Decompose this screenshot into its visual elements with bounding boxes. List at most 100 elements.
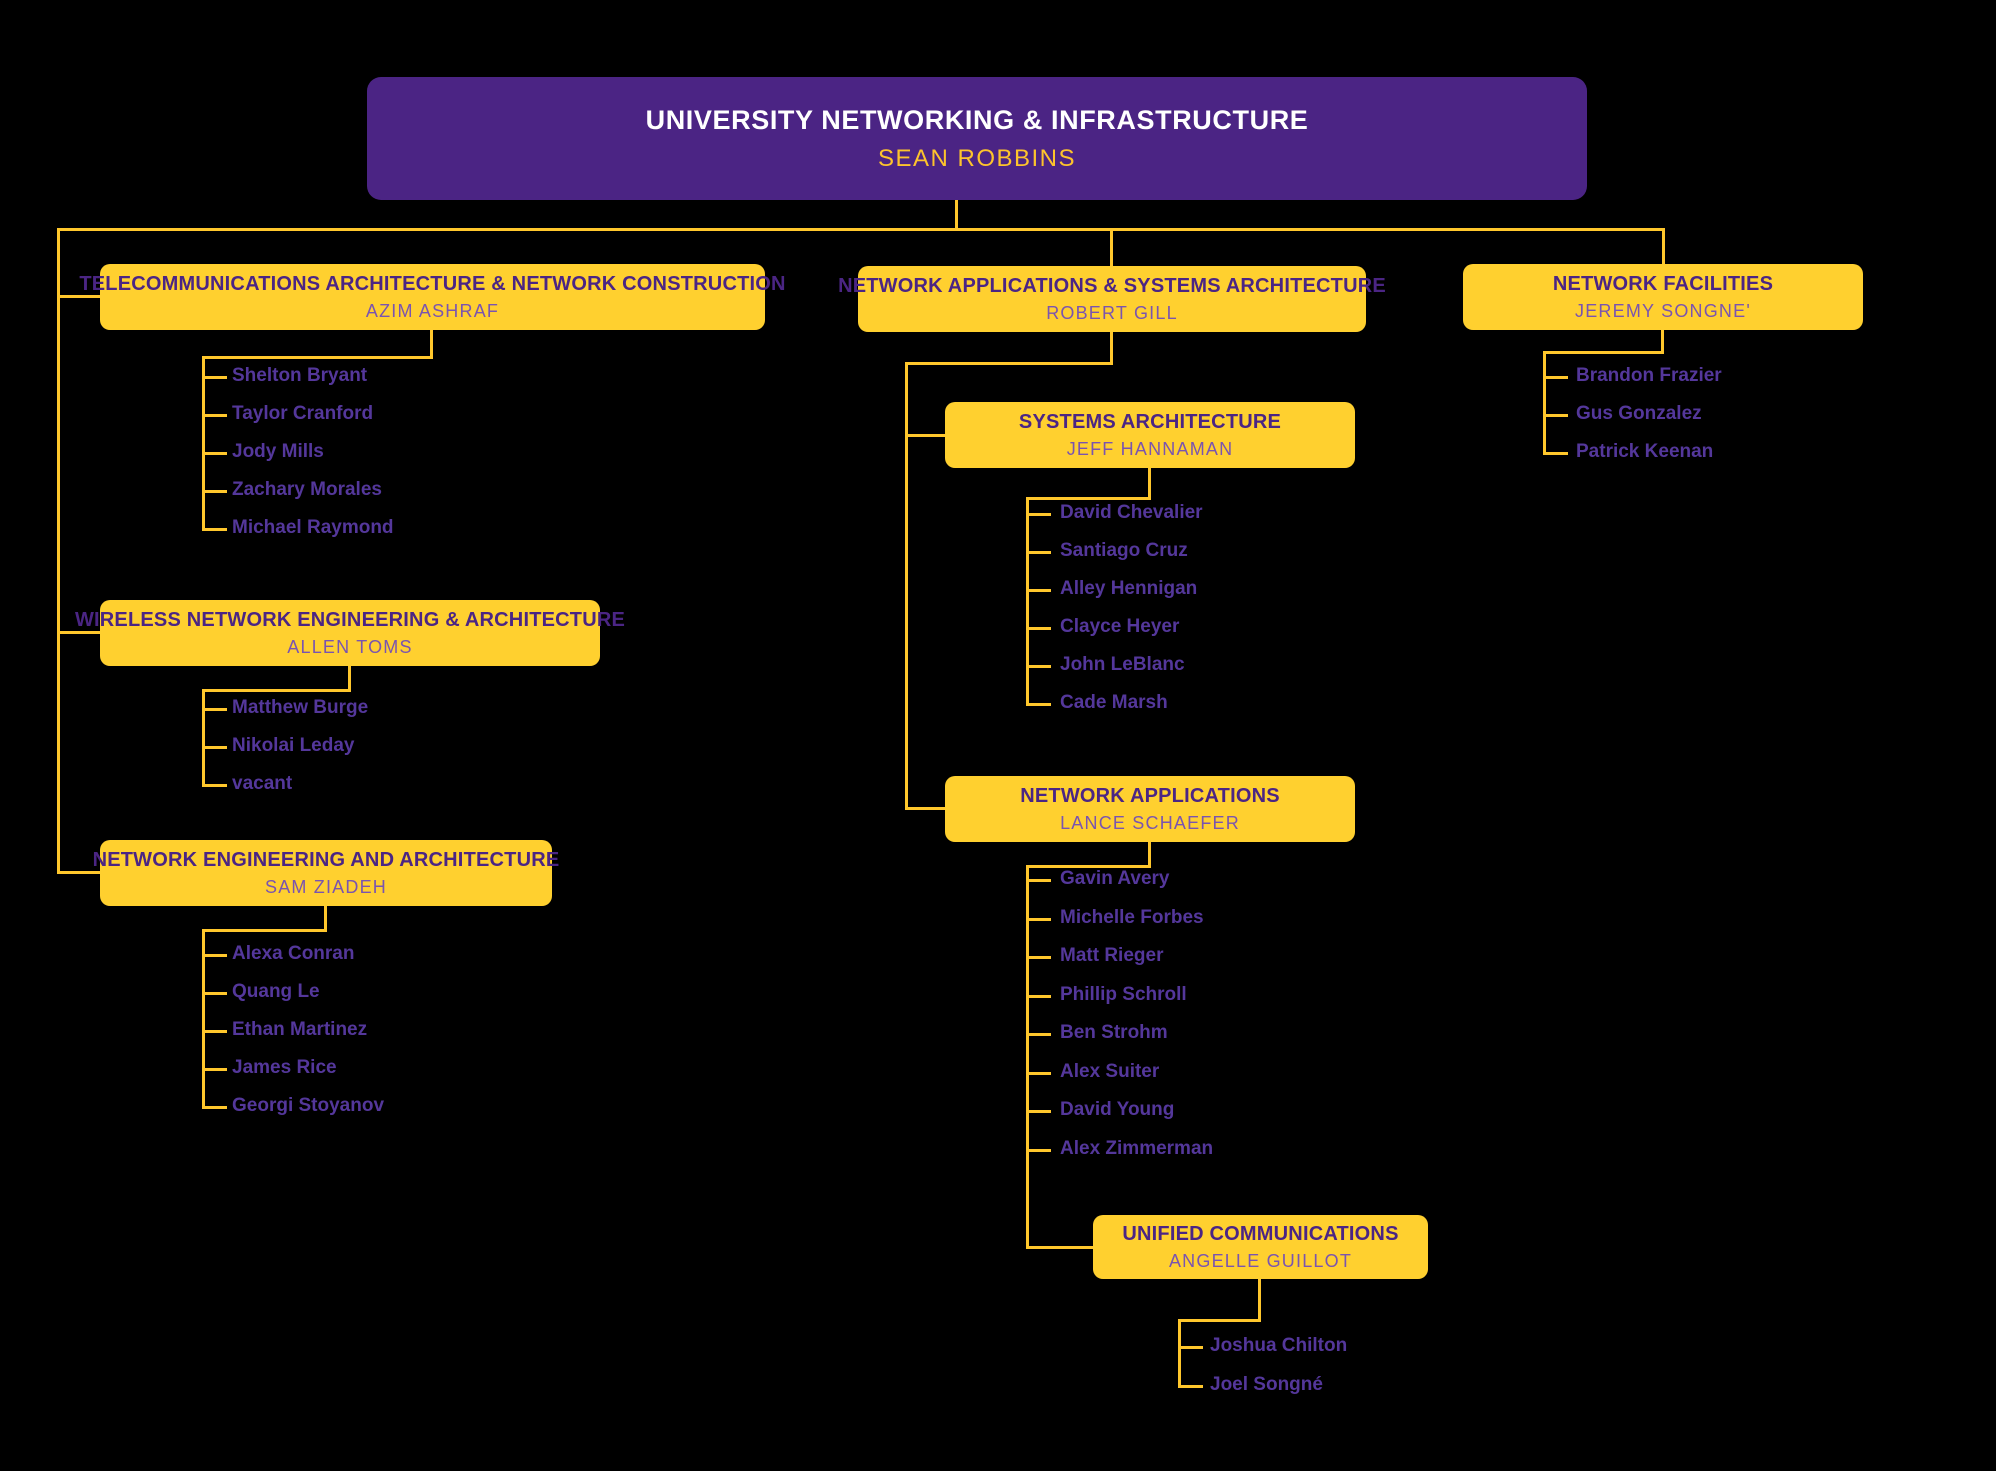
staff-name: Alex Zimmerman xyxy=(1060,1138,1214,1159)
staff-name: John LeBlanc xyxy=(1060,654,1185,675)
dept-title: NETWORK ENGINEERING AND ARCHITECTURE xyxy=(92,848,560,871)
staff-name: Clayce Heyer xyxy=(1060,616,1180,637)
connector-line xyxy=(1026,497,1029,706)
connector-line xyxy=(1026,879,1051,882)
connector-line xyxy=(1178,1346,1203,1349)
connector-line xyxy=(1026,665,1051,668)
staff-name: Quang Le xyxy=(232,981,320,1002)
staff-name: vacant xyxy=(232,773,293,794)
connector-line xyxy=(1026,513,1051,516)
connector-line xyxy=(1026,1110,1051,1113)
connector-line xyxy=(202,689,351,692)
connector-line xyxy=(324,906,327,932)
connector-line xyxy=(1148,468,1151,500)
staff-name: Matthew Burge xyxy=(232,697,369,718)
dept-manager: ALLEN TOMS xyxy=(287,636,413,657)
staff-name: Taylor Cranford xyxy=(232,403,374,424)
dept-manager: SAM ZIADEH xyxy=(264,876,387,897)
dept-box-telecom: TELECOMMUNICATIONS ARCHITECTURE & NETWOR… xyxy=(79,264,785,330)
connector-line xyxy=(202,708,227,711)
staff-name: Alex Suiter xyxy=(1060,1061,1160,1082)
connector-line xyxy=(1026,865,1029,1249)
staff-name: David Chevalier xyxy=(1060,502,1203,523)
connector-line xyxy=(1110,228,1113,268)
dept-title: WIRELESS NETWORK ENGINEERING & ARCHITECT… xyxy=(74,608,626,631)
dept-title: NETWORK FACILITIES xyxy=(1552,272,1774,295)
connector-line xyxy=(202,356,433,359)
staff-name: Santiago Cruz xyxy=(1060,540,1188,561)
connector-line xyxy=(202,954,227,957)
root-manager: SEAN ROBBINS xyxy=(877,144,1077,172)
dept-title: SYSTEMS ARCHITECTURE xyxy=(1018,410,1282,433)
connector-line xyxy=(57,228,1665,231)
connector-line xyxy=(1543,351,1664,354)
connector-line xyxy=(1026,1033,1051,1036)
connector-line xyxy=(1026,1246,1093,1249)
connector-line xyxy=(202,490,227,493)
dept-title: TELECOMMUNICATIONS ARCHITECTURE & NETWOR… xyxy=(79,272,786,295)
connector-line xyxy=(1178,1319,1261,1322)
connector-line xyxy=(1661,330,1664,354)
staff-name: Joshua Chilton xyxy=(1210,1335,1348,1356)
connector-line xyxy=(1543,351,1546,455)
connector-line xyxy=(955,200,958,228)
connector-line xyxy=(202,1030,227,1033)
staff-name: Joel Songné xyxy=(1210,1374,1323,1395)
connector-line xyxy=(1026,995,1051,998)
connector-line xyxy=(1110,332,1113,365)
staff-name: Zachary Morales xyxy=(232,479,382,500)
connector-line xyxy=(202,929,327,932)
dept-manager: LANCE SCHAEFER xyxy=(1060,812,1240,833)
dept-manager: ANGELLE GUILLOT xyxy=(1168,1250,1353,1271)
staff-name: Nikolai Leday xyxy=(232,735,355,756)
dept-title: NETWORK APPLICATIONS xyxy=(1020,784,1280,807)
connector-line xyxy=(1026,497,1151,500)
connector-line xyxy=(202,689,205,787)
connector-line xyxy=(1026,703,1051,706)
dept-box-sysarch: SYSTEMS ARCHITECTURE JEFF HANNAMAN xyxy=(945,402,1355,468)
staff-name: Patrick Keenan xyxy=(1576,441,1714,462)
connector-line xyxy=(905,362,908,810)
staff-name: Matt Rieger xyxy=(1060,945,1164,966)
connector-line xyxy=(1026,627,1051,630)
connector-line xyxy=(57,295,100,298)
staff-name: Alley Hennigan xyxy=(1060,578,1198,599)
connector-line xyxy=(202,414,227,417)
connector-line xyxy=(348,666,351,692)
connector-line xyxy=(1026,1149,1051,1152)
dept-box-facilities: NETWORK FACILITIES JEREMY SONGNE' xyxy=(1463,264,1863,330)
connector-line xyxy=(1026,918,1051,921)
connector-line xyxy=(202,452,227,455)
connector-line xyxy=(1543,452,1568,455)
staff-name: James Rice xyxy=(232,1057,337,1078)
staff-name: Jody Mills xyxy=(232,441,324,462)
dept-manager: JEREMY SONGNE' xyxy=(1575,300,1751,321)
connector-line xyxy=(57,871,100,874)
connector-line xyxy=(202,1106,227,1109)
staff-name: David Young xyxy=(1060,1099,1175,1120)
connector-line xyxy=(1026,956,1051,959)
connector-line xyxy=(1543,414,1568,417)
connector-line xyxy=(202,992,227,995)
connector-line xyxy=(202,528,227,531)
connector-line xyxy=(1148,842,1151,868)
connector-line xyxy=(57,631,100,634)
dept-manager: AZIM ASHRAF xyxy=(365,300,500,321)
connector-line xyxy=(202,356,205,531)
staff-name: Ben Strohm xyxy=(1060,1022,1168,1043)
dept-manager: ROBERT GILL xyxy=(1046,302,1178,323)
dept-box-netapps-sys: NETWORK APPLICATIONS & SYSTEMS ARCHITECT… xyxy=(838,266,1386,332)
dept-box-unified: UNIFIED COMMUNICATIONS ANGELLE GUILLOT xyxy=(1093,1215,1428,1279)
dept-title: UNIFIED COMMUNICATIONS xyxy=(1122,1222,1399,1245)
connector-line xyxy=(905,362,1113,365)
staff-name: Alexa Conran xyxy=(232,943,355,964)
staff-name: Shelton Bryant xyxy=(232,365,368,386)
dept-manager: JEFF HANNAMAN xyxy=(1066,438,1234,459)
staff-name: Georgi Stoyanov xyxy=(232,1095,385,1116)
dept-box-wireless: WIRELESS NETWORK ENGINEERING & ARCHITECT… xyxy=(75,600,625,666)
connector-line xyxy=(430,330,433,359)
staff-name: Cade Marsh xyxy=(1060,692,1168,713)
staff-name: Michael Raymond xyxy=(232,517,394,538)
dept-title: NETWORK APPLICATIONS & SYSTEMS ARCHITECT… xyxy=(838,274,1386,297)
